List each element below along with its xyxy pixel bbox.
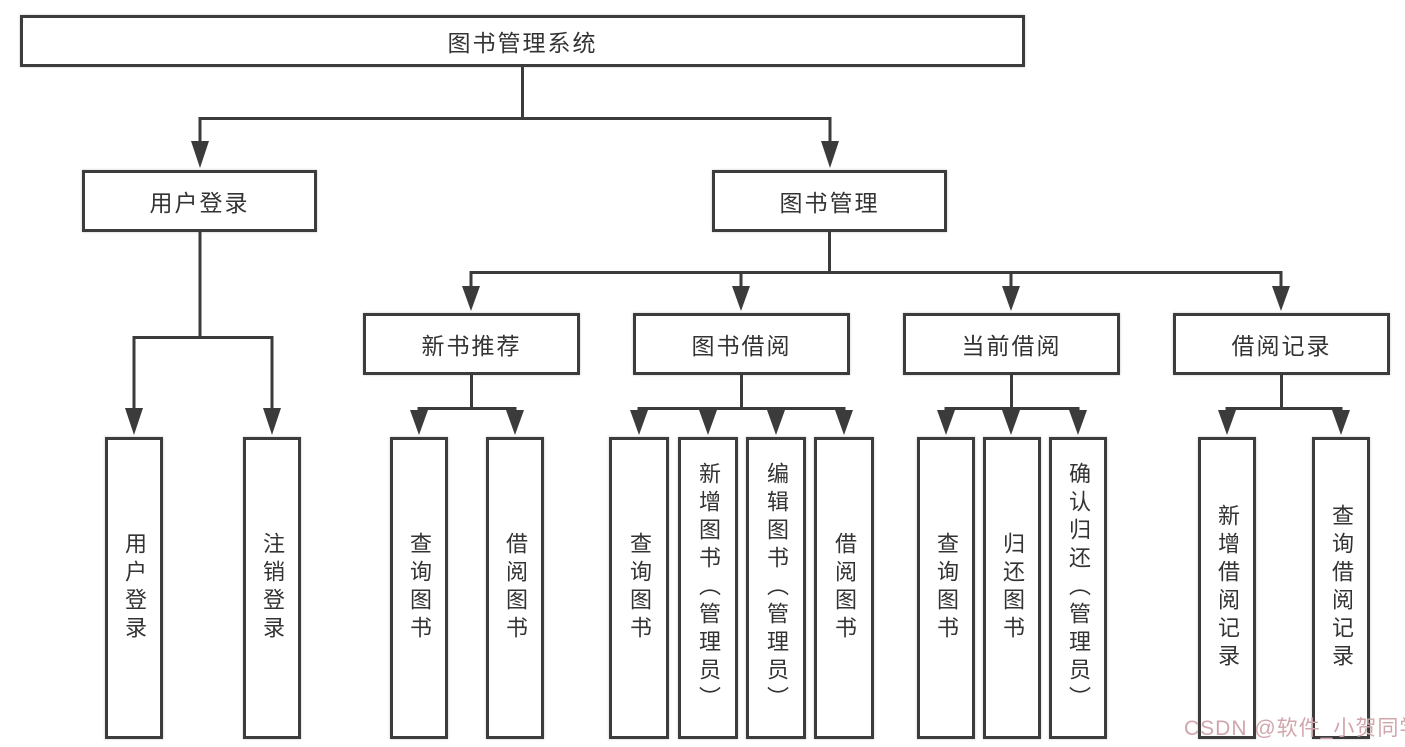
- leaf-nb-borrow-book: 借阅图书: [486, 437, 544, 739]
- node-new-book-recommend: 新书推荐: [363, 313, 580, 375]
- leaf-logout: 注销登录: [243, 437, 301, 739]
- leaf-bb-add-book-label: 新增图书（管理员）: [696, 462, 721, 714]
- leaf-nb-query-book-label: 查询图书: [407, 532, 432, 644]
- leaf-bb-query-book: 查询图书: [609, 437, 669, 739]
- watermark: CSDN @软件_小贺同学: [1184, 717, 1405, 740]
- leaf-user-login: 用户登录: [105, 437, 163, 739]
- leaf-cb-confirm-return: 确认归还（管理员）: [1049, 437, 1107, 739]
- node-book-mgmt: 图书管理: [712, 170, 947, 232]
- leaf-cb-query-book: 查询图书: [917, 437, 975, 739]
- node-book-borrow: 图书借阅: [633, 313, 850, 375]
- leaf-cb-query-book-label: 查询图书: [934, 532, 959, 644]
- leaf-bb-query-book-label: 查询图书: [627, 532, 652, 644]
- node-root: 图书管理系统: [20, 15, 1025, 67]
- leaf-bb-borrow-book-label: 借阅图书: [832, 532, 857, 644]
- leaf-br-query-record: 查询借阅记录: [1312, 437, 1370, 739]
- leaf-bb-edit-book: 编辑图书（管理员）: [746, 437, 806, 739]
- leaf-bb-borrow-book: 借阅图书: [814, 437, 874, 739]
- leaf-br-add-record-label: 新增借阅记录: [1215, 504, 1240, 672]
- leaf-cb-return-book: 归还图书: [983, 437, 1041, 739]
- node-current-borrow: 当前借阅: [903, 313, 1120, 375]
- leaf-br-query-record-label: 查询借阅记录: [1329, 504, 1354, 672]
- leaf-bb-edit-book-label: 编辑图书（管理员）: [764, 462, 789, 714]
- node-borrow-record: 借阅记录: [1173, 313, 1390, 375]
- leaf-br-add-record: 新增借阅记录: [1198, 437, 1256, 739]
- leaf-logout-label: 注销登录: [260, 532, 285, 644]
- leaf-cb-return-book-label: 归还图书: [1000, 532, 1025, 644]
- leaf-cb-confirm-return-label: 确认归还（管理员）: [1066, 462, 1091, 714]
- leaf-bb-add-book: 新增图书（管理员）: [678, 437, 738, 739]
- leaf-user-login-label: 用户登录: [122, 532, 147, 644]
- leaf-nb-query-book: 查询图书: [390, 437, 448, 739]
- node-user-login: 用户登录: [82, 170, 317, 232]
- leaf-nb-borrow-book-label: 借阅图书: [503, 532, 528, 644]
